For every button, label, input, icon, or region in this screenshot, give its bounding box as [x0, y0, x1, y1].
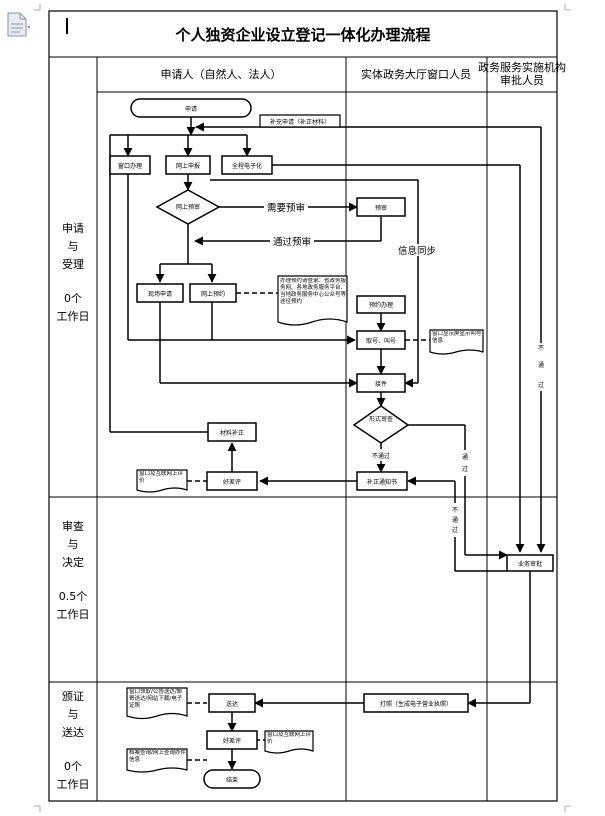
node-label: 好差评 — [223, 737, 241, 745]
node-label: 预审 — [375, 204, 387, 212]
start-apply-node: 申请 — [130, 98, 252, 118]
online-apply-node: 网上申报 — [165, 155, 211, 175]
stage-label-line2: 与 — [68, 538, 79, 551]
node-label: 现场申请 — [148, 290, 172, 298]
full-electronic-node: 全程电子化 — [221, 155, 273, 175]
stage-label-line2: 与 — [68, 708, 79, 721]
formal-review-diamond: 形式审查 — [352, 405, 410, 444]
node-label: 打照（生成电子营业执照） — [380, 700, 452, 708]
stage-application: 申请 与 受理 0个 工作日 — [57, 222, 90, 323]
correction-notice-node: 补正通知书 — [356, 471, 408, 491]
node-label: 业务审批 — [518, 560, 542, 568]
stage-days-unit: 工作日 — [57, 608, 90, 621]
node-label: 网上预审 — [176, 203, 200, 211]
stage-days-unit: 工作日 — [57, 778, 90, 791]
node-label: 申请 — [185, 105, 197, 113]
label-not-pass-v3: 过 — [452, 526, 458, 534]
label-not-pass-v2: 通 — [452, 516, 458, 524]
node-label: 送达 — [226, 700, 238, 708]
label-needs-prereview: 需要预审 — [267, 202, 305, 214]
booking-handle-node: 预约办理 — [356, 295, 406, 314]
label-not-pass: 不通过 — [372, 452, 390, 460]
material-supplement-node: 材料补正 — [207, 422, 257, 442]
document-icon — [6, 12, 31, 38]
note-text: 办理预约请登录：省政务服务网、各地政务服务平台、当地政务服务中心公众号等途径预约 — [280, 278, 346, 305]
label-not-pass-v2: 通 — [538, 361, 544, 369]
window-apply-node: 窗口办理 — [109, 155, 151, 175]
node-label: 预约办理 — [369, 301, 393, 309]
stage-delivery: 颁证 与 送达 0个 工作日 — [57, 689, 90, 791]
prereview-node: 预审 — [356, 197, 406, 217]
text-cursor — [66, 18, 68, 34]
node-label: 取号、叫号 — [366, 337, 396, 345]
stage-review: 审查 与 决定 0.5个 工作日 — [57, 519, 90, 621]
take-number-node: 取号、叫号 — [356, 330, 406, 350]
column-window-staff: 实体政务大厅窗口人员 — [361, 67, 471, 81]
page-title: 个人独资企业设立登记一体化办理流程 — [174, 26, 430, 44]
stage-label-line1: 颁证 — [62, 689, 84, 703]
label-not-pass-v1: 不 — [452, 507, 458, 514]
online-prereview-diamond: 网上预审 — [155, 189, 221, 225]
label-pass-v2: 过 — [462, 465, 468, 473]
node-label: 全程电子化 — [232, 162, 262, 170]
stage-days: 0个 — [64, 292, 82, 305]
connectors — [109, 117, 546, 770]
stage-label-line1: 申请 — [62, 222, 84, 235]
label-pass-prereview: 通过预审 — [273, 236, 311, 248]
delivery-node: 送达 — [208, 693, 256, 713]
node-label: 接件 — [375, 380, 387, 388]
label-pass-v1: 通 — [462, 453, 468, 461]
evaluation-note-1: 窗口及互联网上评价 — [136, 469, 188, 493]
note-text: 窗口及互联网上评价 — [139, 471, 184, 484]
node-label: 补正通知书 — [367, 478, 397, 486]
node-label: 好差评 — [223, 478, 241, 486]
stage-days: 0个 — [64, 760, 82, 773]
node-label: 结束 — [226, 776, 238, 784]
stage-label-line1: 审查 — [62, 519, 84, 533]
good-review-node-2: 好差评 — [206, 730, 258, 750]
column-approver-line1: 政务服务实施机构 — [478, 60, 566, 74]
online-booking-node: 网上预约 — [189, 283, 237, 303]
node-label: 网上预约 — [201, 290, 225, 298]
node-label: 形式审查 — [368, 416, 393, 423]
node-label: 材料补正 — [220, 429, 244, 437]
node-label: 窗口办理 — [118, 162, 142, 170]
stage-label-line3: 受理 — [62, 258, 84, 271]
stage-label-line3: 送达 — [62, 725, 84, 739]
edge-labels: 需要预审 通过预审 信息同步 不通过 不 通 过 通 过 不 通 过 — [264, 201, 548, 537]
delivery-note: 窗口领取/公告送达/邮寄送达/网站下载/电子证照 — [126, 687, 188, 720]
archive-note: 档案查询/网上查询办件信息 — [126, 748, 188, 773]
label-not-pass-v1: 不 — [538, 345, 544, 352]
stage-label-line2: 与 — [68, 240, 79, 253]
stage-days: 0.5个 — [59, 590, 88, 603]
stage-days-unit: 工作日 — [57, 310, 90, 323]
evaluation-note-2: 窗口及互联网上评价 — [264, 730, 314, 754]
node-label: 网上申报 — [176, 162, 200, 170]
business-approval-node: 业务审批 — [506, 554, 554, 572]
number-display-note: 窗口显示屏显示叫号信息 — [429, 329, 484, 355]
label-info-sync: 信息同步 — [398, 245, 436, 257]
onsite-apply-node: 现场申请 — [136, 283, 184, 303]
good-review-node-1: 好差评 — [206, 471, 258, 491]
booking-note: 办理预约请登录：省政务服务网、各地政务服务平台、当地政务服务中心公众号等途径预约 — [277, 275, 348, 326]
print-license-node: 打照（生成电子营业执照） — [363, 693, 469, 713]
note-text: 补充申请（补正材料） — [270, 118, 330, 126]
supplement-note: 补充申请（补正材料） — [259, 114, 341, 128]
end-node: 结束 — [203, 769, 261, 789]
accept-node: 接件 — [356, 373, 406, 393]
note-text: 窗口领取/公告送达/邮寄送达/网站下载/电子证照 — [129, 689, 183, 709]
note-text: 窗口及互联网上评价 — [267, 732, 312, 745]
note-text: 窗口显示屏显示叫号信息 — [432, 331, 482, 344]
stage-label-line3: 决定 — [62, 555, 84, 569]
note-text: 档案查询/网上查询办件信息 — [129, 750, 186, 763]
label-not-pass-v3: 过 — [538, 381, 544, 389]
column-applicant: 申请人（自然人、法人） — [161, 67, 282, 81]
column-approver-line2: 审批人员 — [500, 73, 544, 87]
